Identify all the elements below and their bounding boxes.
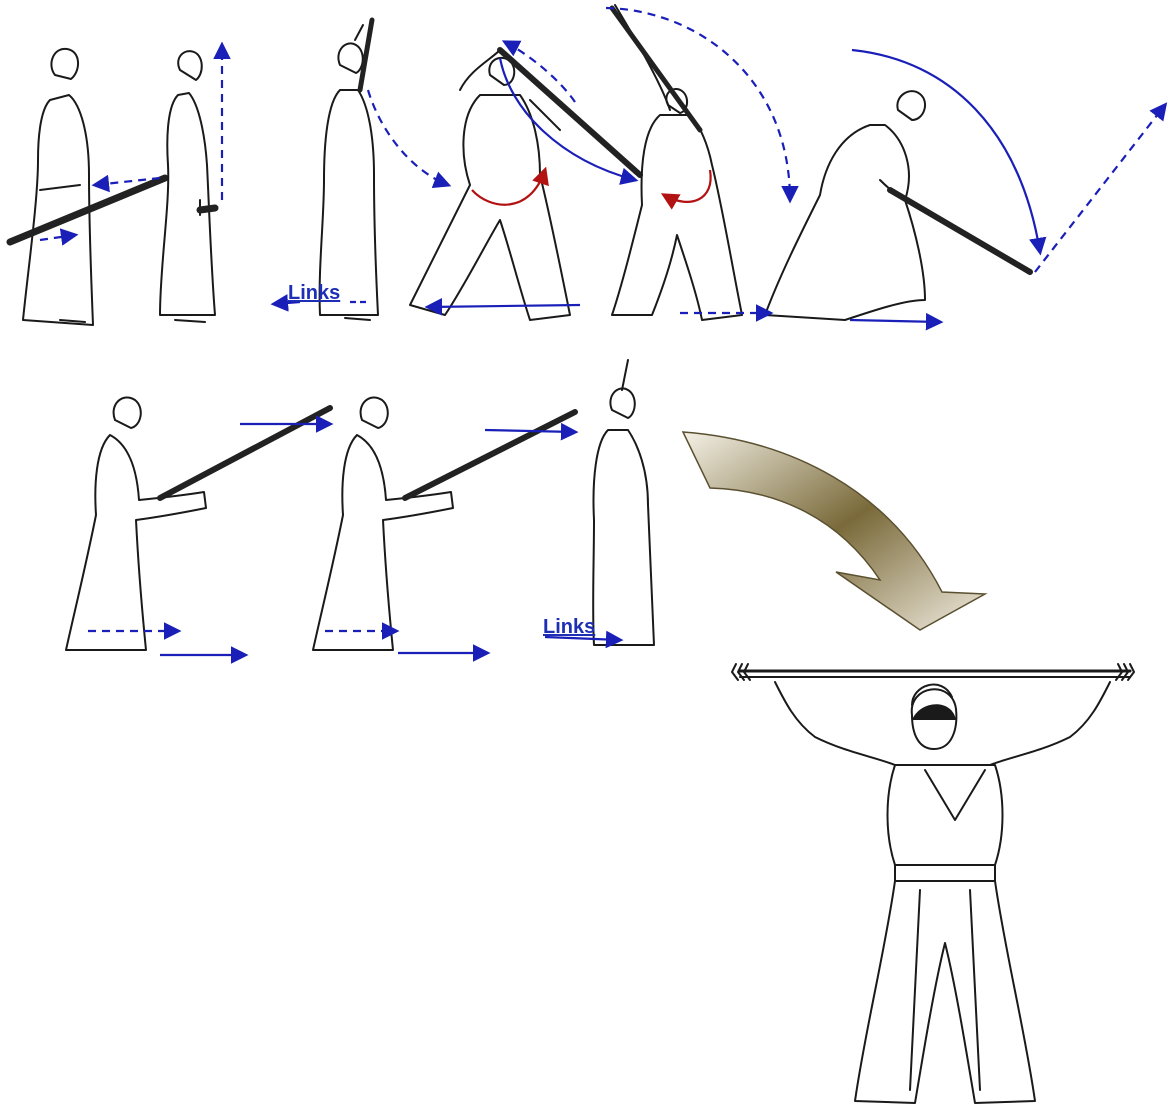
bokken-2 [200, 208, 215, 210]
arrow-thrust-2 [485, 430, 575, 432]
links-label-bottom: Links [543, 616, 595, 639]
figure-10-overhead-stretch [775, 682, 1110, 1103]
figure-9-raised [593, 360, 654, 645]
curved-arrow-icon [683, 432, 985, 630]
links-label-top: Links [288, 282, 340, 305]
figure-8-thrust [313, 397, 453, 650]
arrow-diagonal [1035, 105, 1165, 272]
figure-7-thrust [66, 397, 206, 650]
bokken-7 [160, 408, 330, 498]
bokken-8 [405, 412, 575, 498]
hair [912, 704, 956, 720]
